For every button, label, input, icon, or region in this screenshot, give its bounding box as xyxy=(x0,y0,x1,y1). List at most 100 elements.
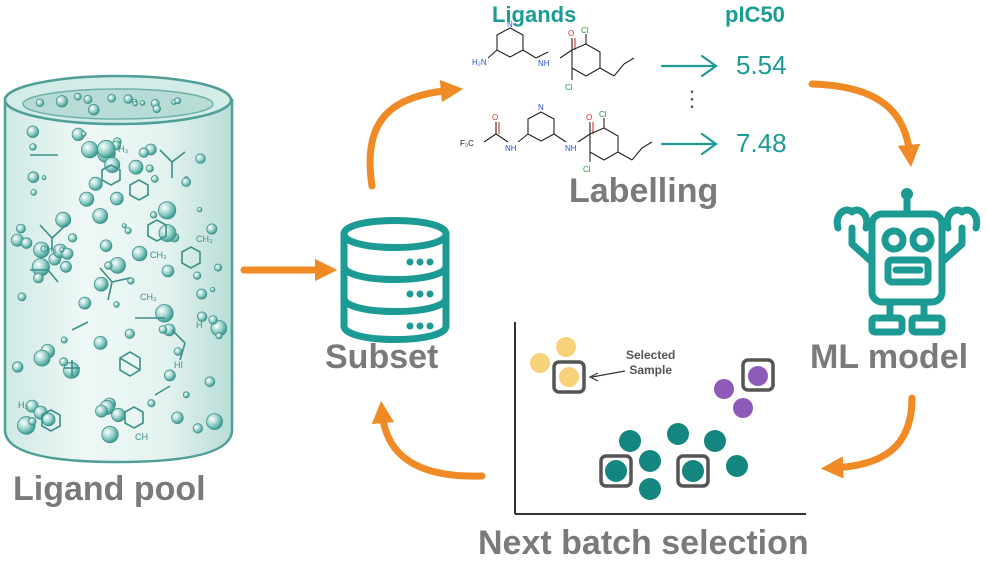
pool-bubble xyxy=(79,191,95,207)
atom-o: O xyxy=(492,113,498,122)
pool-bubble xyxy=(104,261,113,270)
pool-bubble xyxy=(99,239,113,252)
pool-text: CH₃ xyxy=(196,234,213,244)
pool-text: CH₃ xyxy=(150,250,167,260)
pool-bubble xyxy=(173,347,183,356)
selected-sample-boxes xyxy=(552,358,775,488)
pool-bubble xyxy=(15,223,26,234)
subset-label: Subset xyxy=(325,338,439,376)
pool-bubble xyxy=(110,191,124,206)
atom-nh: NH xyxy=(505,144,517,153)
pool-bubble xyxy=(29,143,37,151)
pool-bubble xyxy=(150,211,158,219)
pool-bubble xyxy=(214,263,223,272)
pic50-header: pIC50 xyxy=(725,2,785,27)
atom-n: N xyxy=(507,20,513,29)
pool-bubble xyxy=(78,296,92,310)
pool-bubble xyxy=(158,325,168,334)
pool-bubble xyxy=(17,292,27,302)
pool-bubble xyxy=(88,176,103,191)
pool-bubble xyxy=(127,277,135,285)
pool-bubble xyxy=(171,411,184,424)
pool-bubble xyxy=(33,241,50,259)
ligand-pool-cylinder: H₃ CH₃ CH₃ CH₃ CH₃ HI H H₃ CH xyxy=(3,74,234,464)
pool-bubble xyxy=(152,104,161,114)
arrow-labelling-to-model xyxy=(808,80,921,168)
cycle-arrows xyxy=(240,79,921,480)
ellipsis: ⋮ xyxy=(681,86,703,111)
pool-bubble xyxy=(206,223,218,235)
pool-bubble xyxy=(131,245,148,262)
database-icon xyxy=(340,217,450,343)
robot-icon xyxy=(833,188,981,336)
pool-bubble xyxy=(132,101,138,107)
pool-bubble xyxy=(128,159,144,175)
pool-text: H₃ xyxy=(18,400,28,410)
pool-text: CH₃ xyxy=(140,292,157,302)
pool-bubble xyxy=(155,304,174,323)
pool-bubble xyxy=(20,237,33,249)
pool-bubble xyxy=(60,336,68,344)
pool-bubble xyxy=(93,276,109,292)
pool-bubble xyxy=(59,357,69,367)
scatter-point xyxy=(619,430,641,452)
atom-o: O xyxy=(586,113,592,122)
scatter-point xyxy=(682,460,704,482)
atom-cl: Cl xyxy=(583,165,591,174)
pool-bubble xyxy=(28,417,37,426)
pool-bubble xyxy=(123,94,134,104)
pool-bubble xyxy=(195,153,206,164)
pic50-value-2: 7.48 xyxy=(736,128,787,158)
pool-bubble xyxy=(55,95,69,108)
selection-scatter xyxy=(514,322,806,515)
scatter-point xyxy=(704,430,726,452)
pic50-value-1: 5.54 xyxy=(736,50,787,80)
pool-bubble xyxy=(208,315,218,325)
atom-nh: NH xyxy=(538,59,550,68)
pool-bubble xyxy=(161,264,175,278)
pool-bubble xyxy=(27,171,40,184)
scatter-point xyxy=(605,460,627,482)
pool-bubble xyxy=(60,260,72,273)
atom-o: O xyxy=(568,29,574,38)
pool-bubbles xyxy=(10,92,228,444)
pool-bubble xyxy=(196,288,208,300)
pool-bubble xyxy=(107,93,116,103)
pool-bubble xyxy=(163,369,176,382)
scatter-point xyxy=(639,450,661,472)
pool-bubble xyxy=(30,189,38,196)
pool-bubble xyxy=(33,349,51,367)
molecule-1 xyxy=(487,27,635,80)
pool-bubble xyxy=(35,98,45,107)
ml-model-label: ML model xyxy=(810,338,969,376)
annotation-line-1: Selected xyxy=(626,348,676,362)
arrow-selection-to-subset xyxy=(371,400,486,480)
pool-bubble xyxy=(97,139,116,159)
pool-bubble xyxy=(204,376,216,388)
pool-bubble xyxy=(192,423,203,434)
scatter-points xyxy=(530,337,768,500)
selected-sample-annotation: Selected Sample xyxy=(626,348,675,378)
arrow-subset-to-labelling xyxy=(366,79,464,190)
pool-bubble xyxy=(121,223,127,229)
scatter-point xyxy=(559,367,579,387)
pool-bubble xyxy=(147,399,156,408)
pool-bubble xyxy=(81,131,87,137)
pool-bubble xyxy=(206,413,223,431)
atom-f3c: F₃C xyxy=(460,139,474,148)
pool-bubble xyxy=(61,247,74,260)
ligands-header: Ligands xyxy=(492,2,577,27)
pool-bubble xyxy=(74,92,82,101)
atom-cl: Cl xyxy=(581,26,589,35)
labelling-label: Labelling xyxy=(569,172,719,210)
pool-bubble xyxy=(124,227,132,235)
ligand-pool-label: Ligand pool xyxy=(13,470,206,508)
scatter-point xyxy=(556,337,576,357)
pool-bubble xyxy=(59,247,65,253)
scatter-point xyxy=(530,353,550,373)
scatter-point xyxy=(748,366,768,386)
pool-bubble xyxy=(197,207,203,213)
pool-bubble xyxy=(158,201,177,220)
